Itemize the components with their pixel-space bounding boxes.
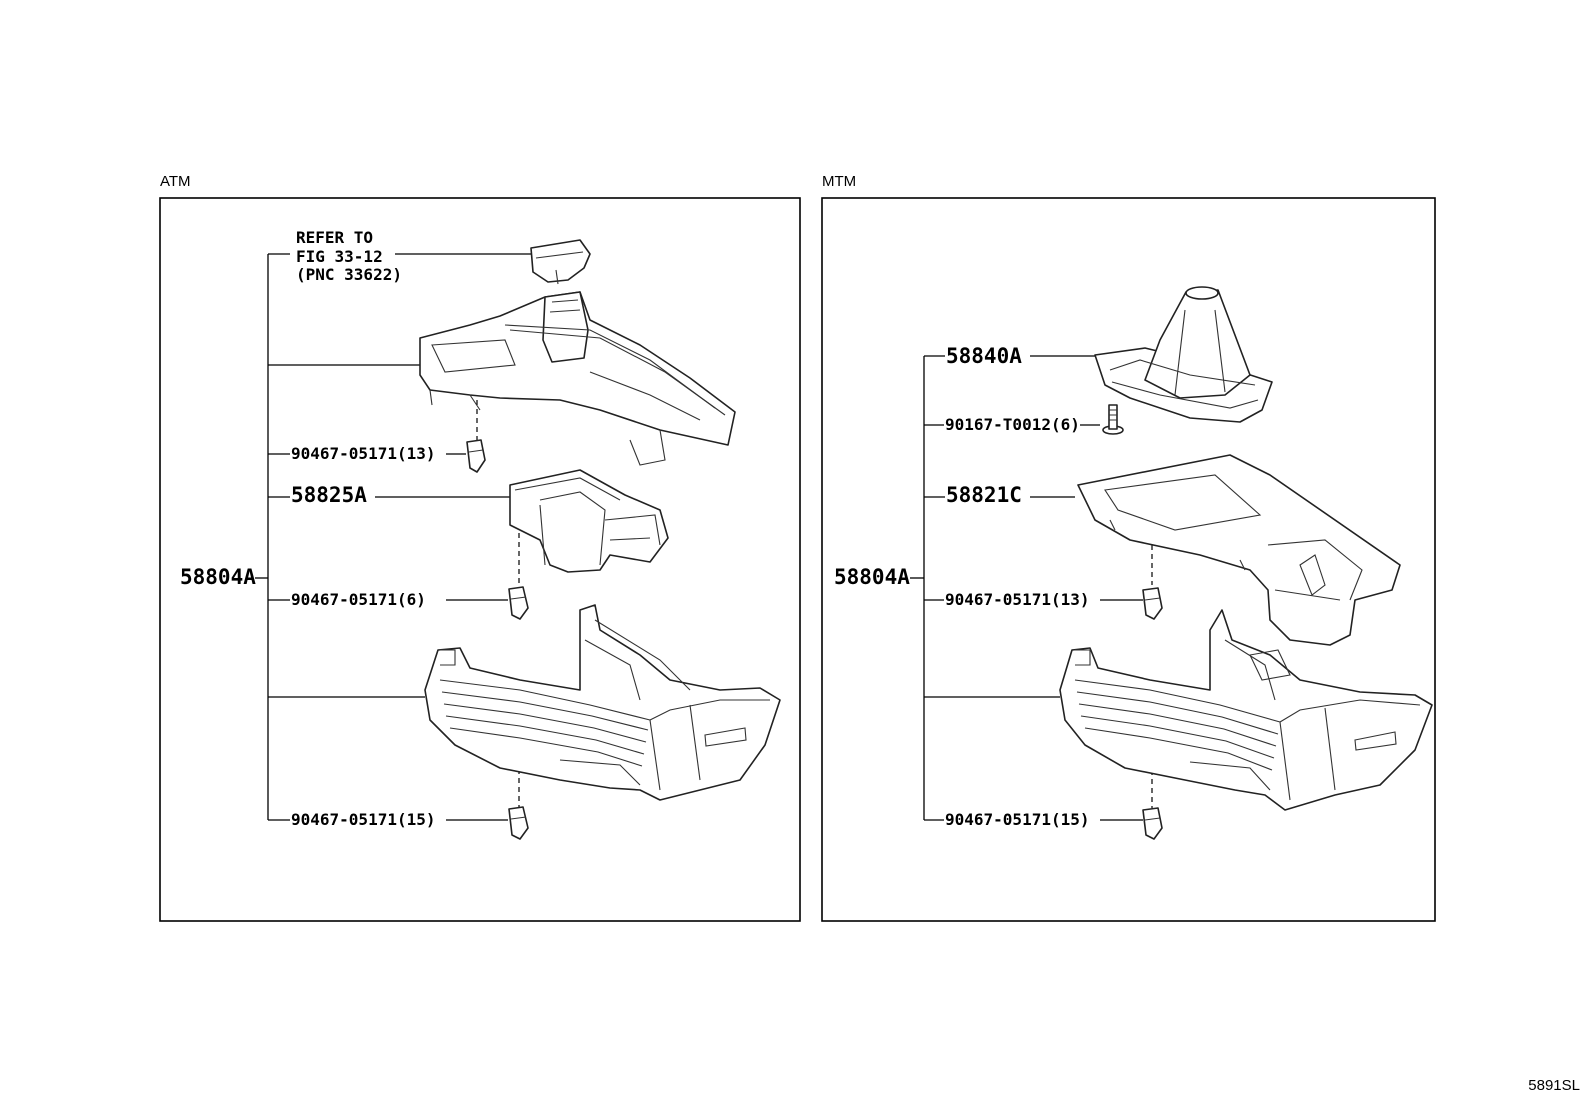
mtm-clip-15-drawing <box>1142 807 1163 840</box>
mtm-part-label-bolt: 90167-T0012(6) <box>945 415 1080 434</box>
mtm-part-label-clip13: 90467-05171(13) <box>945 590 1090 609</box>
mtm-part-label-58840A: 58840A <box>946 344 1022 368</box>
atm-clip-13-drawing <box>466 439 486 473</box>
atm-58825A-bracket-drawing <box>509 469 669 573</box>
mtm-shift-boot-drawing <box>1094 286 1273 423</box>
atm-part-label-58825A: 58825A <box>291 483 367 507</box>
figure-code: 5891SL <box>1528 1077 1580 1094</box>
mtm-assembly-label: 58804A <box>834 565 910 589</box>
atm-refer-line1: REFER TO <box>296 228 373 247</box>
atm-leader-lines <box>255 253 536 821</box>
atm-lower-console-drawing <box>424 604 781 801</box>
mtm-section-title: MTM <box>822 173 856 190</box>
atm-refer-line2: FIG 33-12 <box>296 247 383 266</box>
mtm-58821C-panel-drawing <box>1077 454 1401 646</box>
mtm-lower-console-drawing <box>1059 609 1433 811</box>
mtm-bolt-drawing <box>1102 404 1124 435</box>
atm-part-label-clip15: 90467-05171(15) <box>291 810 436 829</box>
mtm-part-label-58821C: 58821C <box>946 483 1022 507</box>
mtm-leader-lines <box>910 355 1153 821</box>
atm-part-label-clip13: 90467-05171(13) <box>291 444 436 463</box>
atm-assembly-label: 58804A <box>180 565 256 589</box>
atm-section-title: ATM <box>160 173 191 190</box>
atm-frame <box>159 197 801 922</box>
mtm-clip-13-drawing <box>1142 587 1163 620</box>
atm-upper-console-drawing <box>419 291 736 466</box>
atm-refer-line3: (PNC 33622) <box>296 265 402 284</box>
atm-shift-knob-drawing <box>530 239 591 285</box>
atm-clip-6-drawing <box>508 586 529 620</box>
mtm-part-label-clip15: 90467-05171(15) <box>945 810 1090 829</box>
atm-clip-15-drawing <box>508 806 529 840</box>
mtm-frame <box>821 197 1436 922</box>
atm-part-label-clip6: 90467-05171(6) <box>291 590 426 609</box>
